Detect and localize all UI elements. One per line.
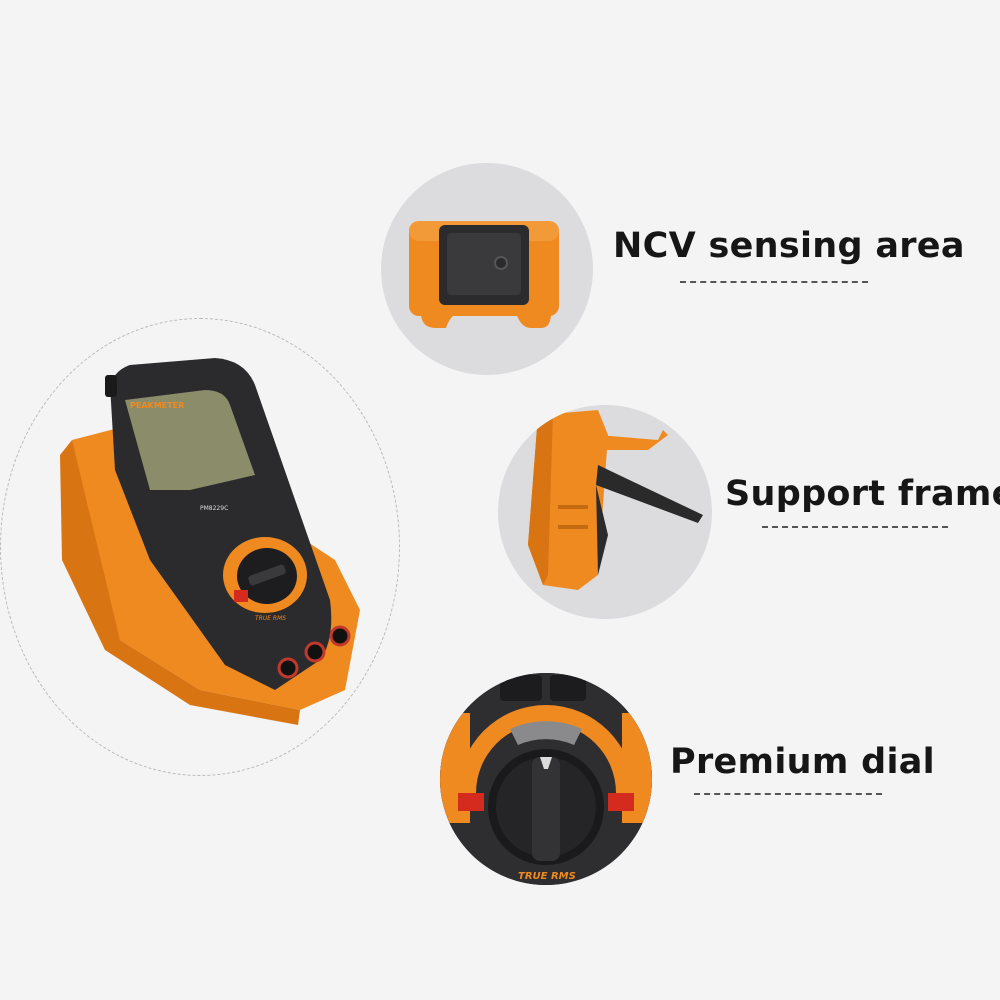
feature-rule-ncv (680, 281, 868, 283)
feature-label-dial: Premium dial (670, 742, 935, 782)
ncv-detail-circle (381, 163, 593, 375)
dial-true-rms: TRUE RMS (518, 871, 576, 882)
dial-detail-circle: TRUE RMS (440, 673, 652, 885)
feature-rule-support (762, 526, 948, 528)
feature-label-support: Support frame (725, 474, 1000, 514)
feature-label-ncv: NCV sensing area (613, 226, 965, 266)
support-frame-circle (498, 405, 712, 619)
feature-rule-dial (694, 793, 882, 795)
product-circle-outline (0, 318, 400, 776)
